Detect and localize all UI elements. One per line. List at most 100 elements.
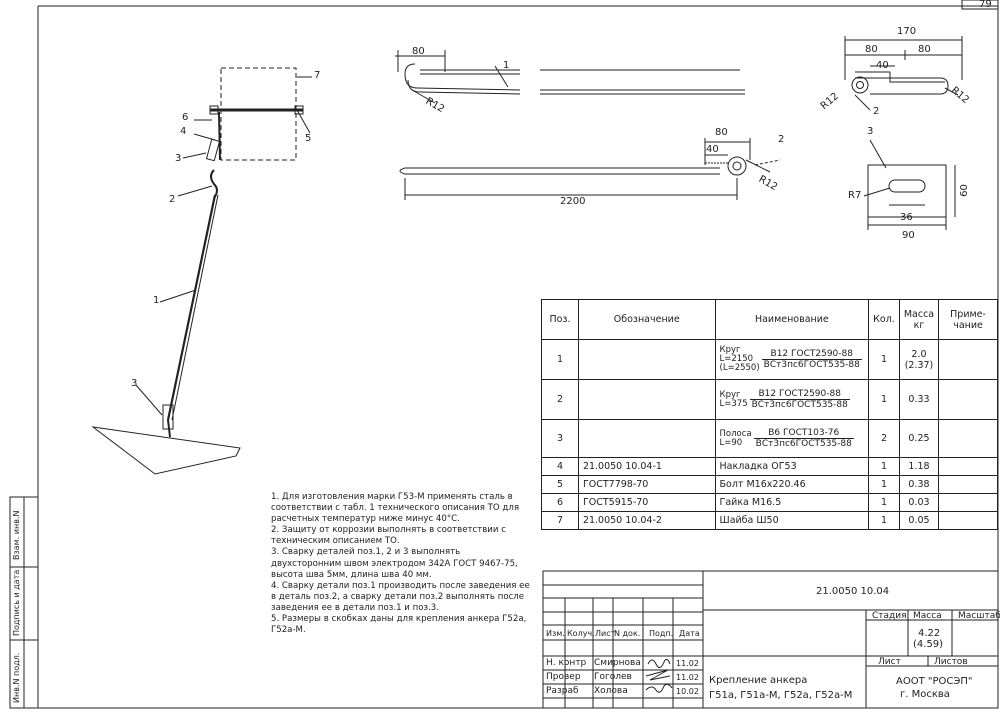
hdr-qty: Кол.: [868, 299, 900, 340]
assembly-view: [91, 67, 312, 475]
row-qty: 1: [868, 379, 900, 420]
col-koluch: Колуч.: [567, 629, 595, 638]
clip-right: 80: [918, 44, 931, 55]
plate-pos: 3: [867, 126, 874, 137]
row-mass-val: 2.0: [911, 348, 927, 360]
date-razrab: 10.02: [676, 687, 699, 696]
row-designation: [577, 379, 716, 420]
table-row: 4 21.0050 10.04-1 Накладка ОГ53 1 1.18: [541, 457, 998, 476]
name-razrab: Холова: [594, 686, 628, 696]
row-designation: ГОСТ7798-70: [577, 475, 716, 494]
role-prover: Провер: [546, 672, 581, 682]
row-pos: 7: [541, 511, 579, 530]
row-note: [938, 419, 998, 458]
rod-end-inner: 40: [706, 144, 719, 155]
row-pos: 1: [541, 339, 579, 380]
hdr-mass-top: Масса: [903, 308, 935, 320]
mass-label: Масса: [913, 611, 942, 621]
org-line1: АООТ "РОСЭП": [896, 676, 973, 687]
row-pos: 2: [541, 379, 579, 420]
hdr-note-bot: чание: [953, 319, 983, 331]
row-frac-bot: ВСт3пс6ГОСТ535-88: [751, 400, 848, 410]
row-len2: (L=2550): [719, 363, 760, 373]
page-number: 79: [979, 0, 992, 10]
note-4: 4. Сварку детали поз.1 производить после…: [271, 580, 530, 613]
row-name-pre: Полоса: [719, 428, 752, 439]
col-ndok: N док.: [614, 629, 641, 638]
sheets-label: Листов: [934, 657, 968, 667]
callout-5: 5: [305, 133, 312, 144]
callout-3: 3: [175, 153, 182, 164]
clip-inner: 40: [876, 60, 889, 71]
row-mass: 0.25: [898, 419, 940, 458]
rod-detail-bottom: [399, 138, 781, 200]
row-note: [938, 379, 998, 420]
row-len1: L=2150: [719, 354, 754, 364]
hdr-designation: Обозначение: [577, 299, 716, 340]
row-note: [938, 475, 998, 494]
signatures: [645, 658, 673, 693]
row-qty: 1: [868, 511, 900, 530]
row-frac-bot: ВСт3пс6ГОСТ535-88: [755, 439, 852, 449]
hdr-pos: Поз.: [541, 299, 579, 340]
date-nkontr: 11.02: [676, 659, 699, 668]
row-name-pre: Круг: [719, 345, 741, 355]
hdr-name: Наименование: [714, 299, 870, 340]
title-line2: Г51а, Г51а-М, Г52а, Г52а-М: [709, 690, 853, 701]
row-qty: 1: [868, 493, 900, 512]
stamp-vzam: Взам. инв.N: [12, 510, 21, 560]
stage-label: Стадия: [872, 611, 907, 621]
hdr-mass-unit: кг: [913, 319, 925, 331]
row-mass: 0.33: [898, 379, 940, 420]
row-name: Болт М16х220.46: [714, 475, 870, 494]
col-data: Дата: [679, 629, 700, 638]
clip-width: 170: [897, 26, 917, 37]
callout-2: 2: [169, 194, 176, 205]
rod-hook-dim: 80: [412, 46, 425, 57]
row-frac-top: B12 ГОСТ2590-88: [761, 349, 862, 360]
hdr-note: Приме-чание: [938, 299, 998, 340]
sheet-label: Лист: [878, 657, 901, 667]
row-note: [938, 493, 998, 512]
role-nkontr: Н. контр: [546, 658, 587, 668]
spec-table: Поз. Обозначение Наименование Кол. Масса…: [541, 299, 998, 530]
row-designation: ГОСТ5915-70: [577, 493, 716, 512]
rod-pos: 1: [503, 60, 510, 71]
table-row: 6 ГОСТ5915-70 Гайка М16.5 1 0.03: [541, 493, 998, 512]
row-mass: 2.0(2.37): [898, 339, 940, 380]
date-prover: 11.02: [676, 673, 699, 682]
plate-radius: R7: [848, 190, 862, 201]
row-note: [938, 457, 998, 476]
row-name-pre: Круг: [719, 389, 741, 400]
doc-code: 21.0050 10.04: [816, 586, 890, 597]
callout-6: 6: [182, 112, 189, 123]
row-designation: [577, 339, 716, 380]
plate-detail: [863, 139, 956, 230]
col-podp: Подп.: [649, 629, 674, 638]
row-qty: 1: [868, 457, 900, 476]
note-1: 1. Для изготовления марки Г53-М применят…: [271, 492, 520, 525]
row-mass: 1.18: [898, 457, 940, 476]
table-row: 7 21.0050 10.04-2 Шайба Ш50 1 0.05: [541, 511, 998, 530]
row-frac-top: B6 ГОСТ103-76: [753, 428, 854, 439]
col-izm: Изм.: [546, 629, 565, 638]
plate-slot: 36: [900, 212, 913, 223]
row-qty: 2: [868, 419, 900, 458]
mass-value2: (4.59): [913, 639, 944, 650]
note-2: 2. Защиту от коррозии выполнять в соотве…: [271, 525, 506, 547]
row-frac-bot: ВСт3пс6ГОСТ535-88: [763, 360, 860, 370]
row-mass: 0.05: [898, 511, 940, 530]
scale-label: Масштаб: [958, 611, 1000, 621]
stamp-podpis: Подпись и дата: [12, 569, 21, 636]
hdr-note-top: Приме-: [950, 308, 986, 320]
stamp-invn: Инв.N подл.: [12, 652, 21, 703]
row-pos: 3: [541, 419, 579, 458]
rod-part-ref: 2: [778, 134, 785, 145]
callout-4: 4: [180, 126, 187, 137]
row-len1: L=375: [719, 398, 748, 409]
